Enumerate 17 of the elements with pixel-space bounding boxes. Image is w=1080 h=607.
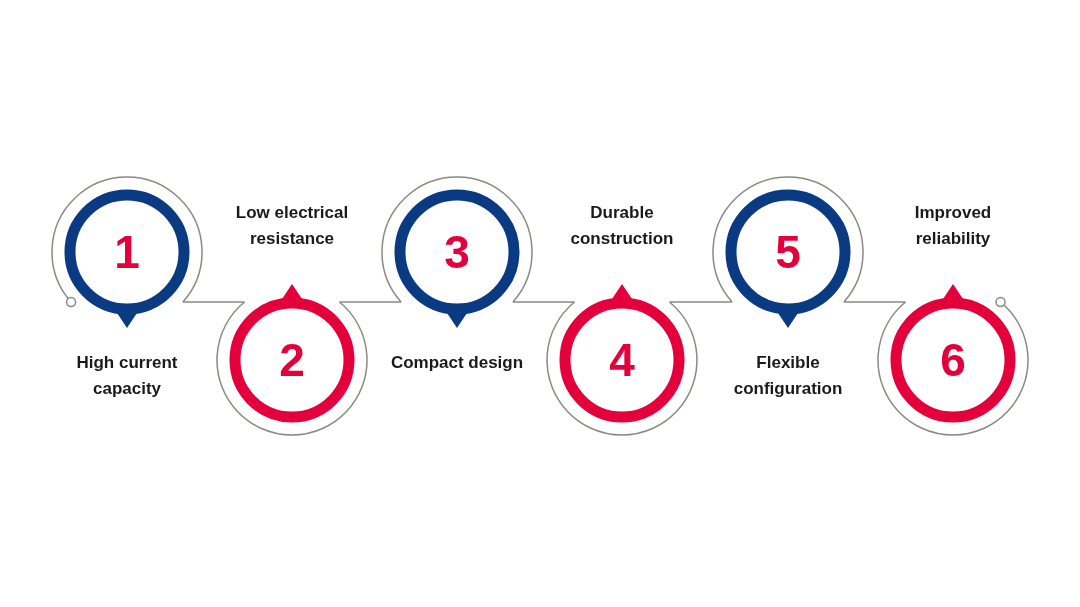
connector-line bbox=[512, 301, 576, 303]
step-caption: Low electrical resistance bbox=[234, 202, 350, 250]
step-caption: Improved reliability bbox=[913, 202, 993, 250]
step-number: 1 bbox=[114, 229, 140, 275]
connector-line bbox=[843, 301, 907, 303]
step-number: 5 bbox=[775, 229, 801, 275]
step-caption: Flexible configuration bbox=[732, 352, 844, 400]
step-number: 4 bbox=[609, 337, 635, 383]
step-caption: High current capacity bbox=[75, 352, 179, 400]
step-number: 2 bbox=[279, 337, 305, 383]
connector-line bbox=[182, 301, 246, 303]
connector-line bbox=[668, 301, 733, 303]
connector-line bbox=[338, 301, 402, 303]
step-caption: Durable construction bbox=[569, 202, 675, 250]
step-number: 3 bbox=[444, 229, 470, 275]
step-number: 6 bbox=[940, 337, 966, 383]
step-caption: Compact design bbox=[389, 352, 525, 374]
